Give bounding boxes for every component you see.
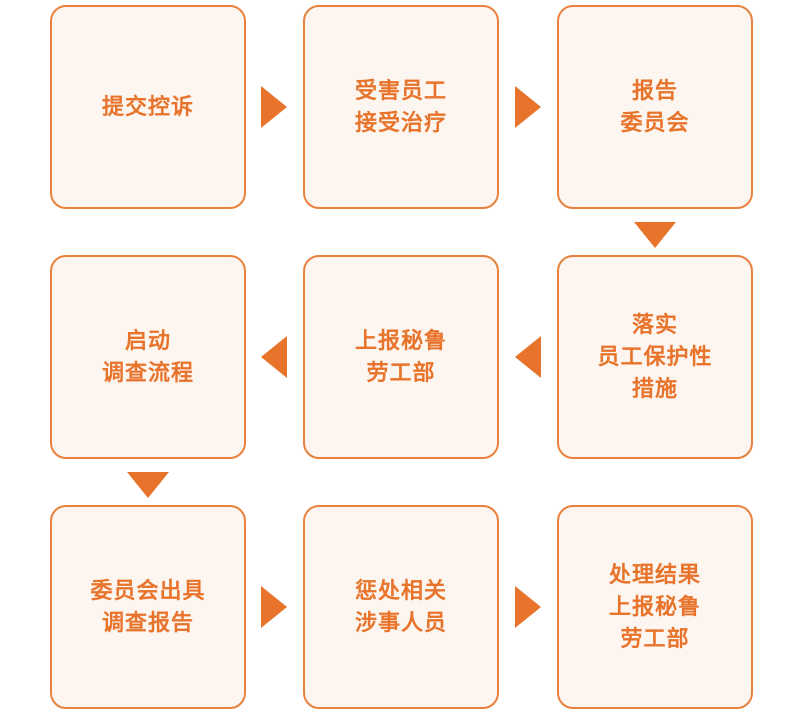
arrow-right-icon xyxy=(261,586,287,628)
flow-node-label: 处理结果 上报秘鲁 劳工部 xyxy=(608,562,701,651)
flow-node-report-peru-labor-ministry[interactable]: 上报秘鲁 劳工部 xyxy=(303,255,499,459)
flow-node-victim-treatment[interactable]: 受害员工 接受治疗 xyxy=(303,5,499,209)
flow-node-protective-measures[interactable]: 落实 员工保护性 措施 xyxy=(557,255,753,459)
flow-node-start-investigation[interactable]: 启动 调查流程 xyxy=(50,255,246,459)
arrow-down-icon xyxy=(127,472,169,498)
flow-node-submit-complaint[interactable]: 提交控诉 xyxy=(50,5,246,209)
flow-node-label: 启动 调查流程 xyxy=(101,328,194,385)
arrow-right-icon xyxy=(261,86,287,128)
flow-node-label: 委员会出具 调查报告 xyxy=(90,578,206,635)
flow-node-punish-involved-personnel[interactable]: 惩处相关 涉事人员 xyxy=(303,505,499,709)
flow-node-label: 上报秘鲁 劳工部 xyxy=(354,328,447,385)
arrow-down-icon xyxy=(634,222,676,248)
flow-node-label: 惩处相关 涉事人员 xyxy=(354,578,447,635)
flow-node-label: 报告 委员会 xyxy=(620,78,690,135)
flow-node-report-committee[interactable]: 报告 委员会 xyxy=(557,5,753,209)
flow-node-report-results-peru-labor-ministry[interactable]: 处理结果 上报秘鲁 劳工部 xyxy=(557,505,753,709)
arrow-right-icon xyxy=(515,86,541,128)
arrow-left-icon xyxy=(261,336,287,378)
flow-node-label: 受害员工 接受治疗 xyxy=(354,78,447,135)
flow-node-label: 落实 员工保护性 措施 xyxy=(597,312,713,401)
flow-node-committee-investigation-report[interactable]: 委员会出具 调查报告 xyxy=(50,505,246,709)
arrow-left-icon xyxy=(515,336,541,378)
arrow-right-icon xyxy=(515,586,541,628)
flow-node-label: 提交控诉 xyxy=(101,94,194,120)
